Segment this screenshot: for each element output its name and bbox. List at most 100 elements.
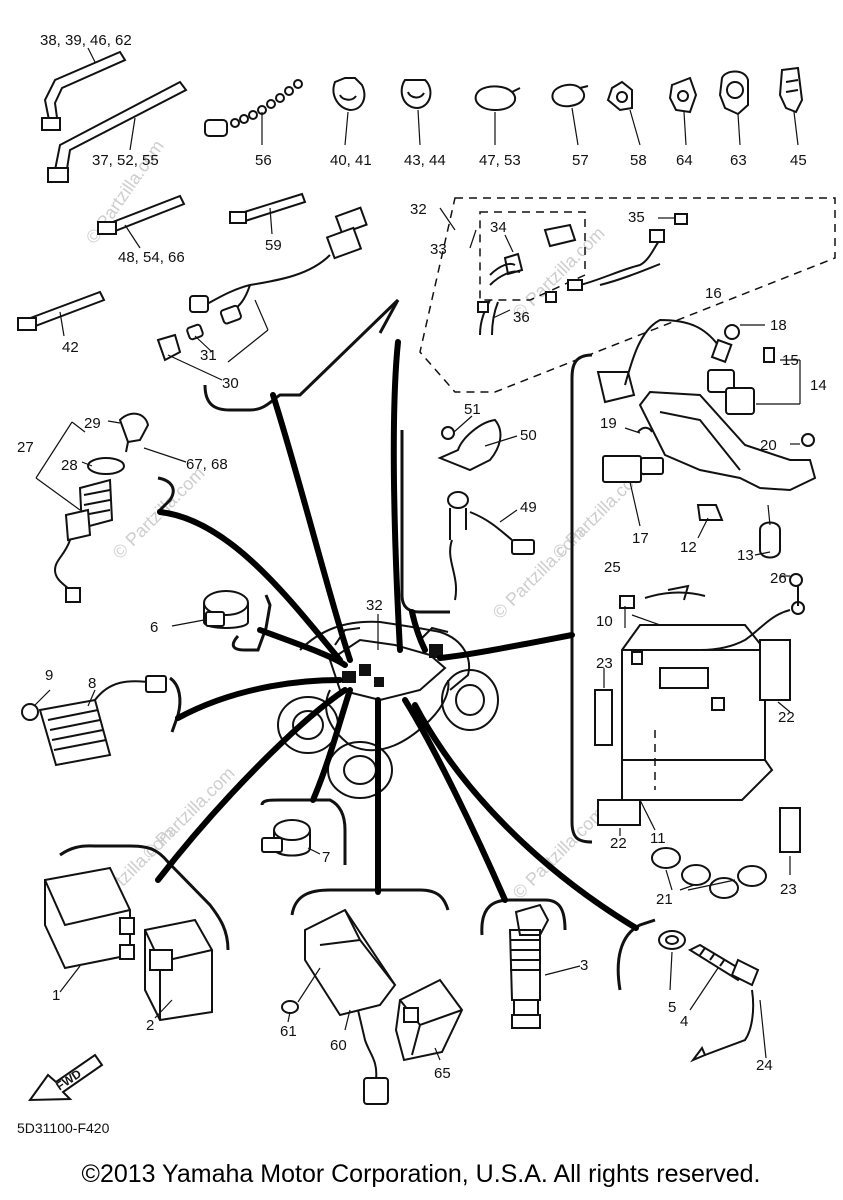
cable-tie-42 xyxy=(17,290,106,337)
connector-65 xyxy=(394,978,464,1062)
callout-60: 60 xyxy=(330,1037,347,1054)
callout-49: 49 xyxy=(520,499,537,516)
callout-27: 27 xyxy=(17,439,34,456)
callout-19: 19 xyxy=(600,415,617,432)
callout-56: 56 xyxy=(255,152,272,169)
group-bracket-8 xyxy=(169,676,182,733)
cable-tie-38 xyxy=(41,47,127,131)
group-bracket-switch xyxy=(156,476,175,514)
callout-7: 7 xyxy=(322,849,330,866)
battery-lead-set-32 xyxy=(419,197,836,393)
group-bracket-5 xyxy=(616,918,656,991)
callout-11: 11 xyxy=(650,830,666,847)
callout-9: 9 xyxy=(45,667,53,684)
atv-vehicle-outline xyxy=(277,620,499,799)
callout-38: 38, 39, 46, 62 xyxy=(40,32,132,49)
plug-cap-3 xyxy=(508,903,581,1029)
callout-2: 2 xyxy=(146,1017,154,1034)
relay-2 xyxy=(144,918,213,1022)
switch-6 xyxy=(171,590,249,629)
callout-30: 30 xyxy=(222,375,239,392)
clamp-40 xyxy=(332,77,366,146)
callout-40: 40, 41 xyxy=(330,152,372,169)
callout-57: 57 xyxy=(572,152,589,169)
group-bracket-3 xyxy=(480,898,567,936)
callout-34: 34 xyxy=(490,219,507,236)
diagram-code: 5D31100-F420 xyxy=(17,1120,110,1136)
callout-31: 31 xyxy=(200,347,217,364)
fwd-arrow-icon: FWD xyxy=(28,1053,104,1102)
group-bracket-7 xyxy=(260,798,347,865)
callout-37: 37, 52, 55 xyxy=(92,152,159,169)
callout-14: 14 xyxy=(810,377,827,394)
callout-20: 20 xyxy=(760,437,777,454)
callout-15: 15 xyxy=(782,352,799,369)
callout-58: 58 xyxy=(630,152,647,169)
callout-28: 28 xyxy=(61,457,78,474)
clamp-63 xyxy=(718,70,749,146)
group-bracket-battery xyxy=(570,353,593,844)
watermark: © Partzilla.com xyxy=(489,523,589,623)
callout-26: 26 xyxy=(770,570,787,587)
group-bracket-cdi xyxy=(59,844,230,951)
callout-63: 63 xyxy=(730,152,747,169)
callout-1: 1 xyxy=(52,987,60,1004)
callout-24: 24 xyxy=(756,1057,773,1074)
callout-10: 10 xyxy=(596,613,613,630)
callout-42: 42 xyxy=(62,339,79,356)
callout-61: 61 xyxy=(280,1023,297,1040)
callout-8: 8 xyxy=(88,675,96,692)
ignition-coil-60 xyxy=(281,908,397,1105)
callout-22-bottom: 22 xyxy=(610,835,627,852)
watermark: © Partzilla.com xyxy=(509,223,609,323)
watermark: © Partzilla.com xyxy=(509,803,609,903)
plug-lead-24 xyxy=(690,989,767,1063)
spark-plug-4 xyxy=(687,943,760,1011)
callout-48: 48, 54, 66 xyxy=(118,249,185,266)
copyright: ©2013 Yamaha Motor Corporation, U.S.A. A… xyxy=(82,1160,761,1188)
sub-harness-30 xyxy=(156,206,368,381)
holder-45 xyxy=(778,66,804,146)
cdi-unit-1 xyxy=(44,866,135,993)
callout-67: 67, 68 xyxy=(186,456,228,473)
main-switch-27 xyxy=(35,412,187,603)
callout-29: 29 xyxy=(84,415,101,432)
callout-18: 18 xyxy=(770,317,787,334)
callout-22-right: 22 xyxy=(778,709,795,726)
group-bracket-harness-right xyxy=(378,299,400,334)
group-bracket-6 xyxy=(231,594,272,652)
callout-51: 51 xyxy=(464,401,481,418)
callout-12: 12 xyxy=(680,539,697,556)
clamp-64 xyxy=(668,76,698,146)
cable-tie-48 xyxy=(97,194,186,249)
group-leader-lines xyxy=(155,339,639,931)
callout-35: 35 xyxy=(628,209,645,226)
group-bracket-harness xyxy=(203,298,400,412)
callout-50: 50 xyxy=(520,427,537,444)
switch-7 xyxy=(261,819,321,857)
callout-45: 45 xyxy=(790,152,807,169)
clip-57 xyxy=(551,83,589,146)
callout-36: 36 xyxy=(513,309,530,326)
callout-3: 3 xyxy=(580,957,588,974)
starter-relay-assembly xyxy=(596,318,817,559)
callout-43: 43, 44 xyxy=(404,152,446,169)
cable-tie-37 xyxy=(47,80,188,183)
callout-64: 64 xyxy=(676,152,693,169)
clip-47 xyxy=(474,85,521,145)
battery-assembly xyxy=(594,573,805,899)
callout-23-left: 23 xyxy=(596,655,613,672)
beaded-band-56 xyxy=(204,79,303,145)
callout-32-top: 32 xyxy=(410,201,427,218)
cable-tie-59 xyxy=(229,192,307,235)
callout-23-right: 23 xyxy=(780,881,797,898)
clamp-43 xyxy=(400,79,432,146)
callout-13: 13 xyxy=(737,547,754,564)
callout-32-center: 32 xyxy=(366,597,383,614)
callout-17: 17 xyxy=(632,530,649,547)
rectifier-regulator-8 xyxy=(21,675,167,767)
callout-5: 5 xyxy=(668,999,676,1016)
callout-6: 6 xyxy=(150,619,158,636)
callout-65: 65 xyxy=(434,1065,451,1082)
